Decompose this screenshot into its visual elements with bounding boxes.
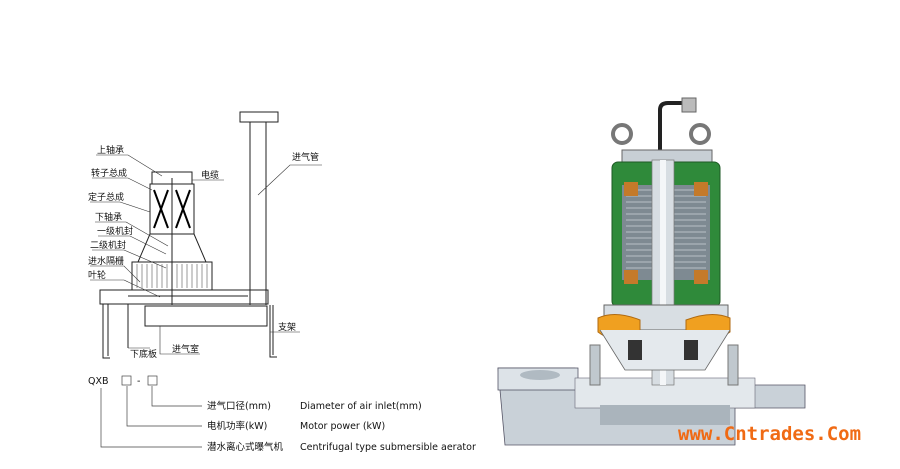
label-air-chamber: 进气室: [172, 343, 199, 355]
schematic-labels: 上轴承 转子总成 定子总成 下轴承 一级机封 二级机封 进水隔栅 叶轮 电缆 进…: [88, 144, 319, 360]
label-bottom-plate: 下底板: [130, 348, 157, 360]
legend-cn-power: 电机功率(kW): [207, 420, 267, 432]
legend-cn-inlet: 进气口径(mm): [207, 400, 271, 412]
model-legend: QXB - 进气口径(mm) Diameter of air inlet(mm)…: [88, 375, 476, 453]
legend-en-power: Motor power (kW): [300, 421, 385, 432]
label-rotor-assembly: 转子总成: [91, 167, 127, 179]
legend-en-inlet: Diameter of air inlet(mm): [300, 401, 422, 412]
label-air-pipe: 进气管: [292, 151, 319, 163]
label-impeller: 叶轮: [88, 269, 106, 281]
schematic-drawing: [99, 111, 279, 359]
label-primary-seal: 一级机封: [97, 225, 133, 237]
inlet-box: [147, 375, 158, 386]
watermark: www.Cntrades.Com: [678, 423, 861, 445]
model-code: QXB: [88, 376, 109, 387]
power-box: [121, 375, 132, 386]
label-lower-bearing: 下轴承: [95, 211, 122, 223]
leader-lines: [90, 154, 322, 355]
label-cable: 电缆: [201, 169, 219, 181]
label-stator-assembly: 定子总成: [88, 191, 124, 203]
label-secondary-seal: 二级机封: [90, 239, 126, 251]
legend-cn-type: 潜水离心式曝气机: [207, 441, 284, 453]
label-inlet-grille: 进水隔栅: [88, 255, 124, 267]
label-bracket: 支架: [278, 321, 296, 333]
model-dash: -: [137, 376, 140, 387]
aerator-cutaway-illustration: [497, 97, 806, 446]
label-upper-bearing: 上轴承: [97, 144, 124, 156]
legend-en-type: Centrifugal type submersible aerator: [300, 442, 476, 453]
